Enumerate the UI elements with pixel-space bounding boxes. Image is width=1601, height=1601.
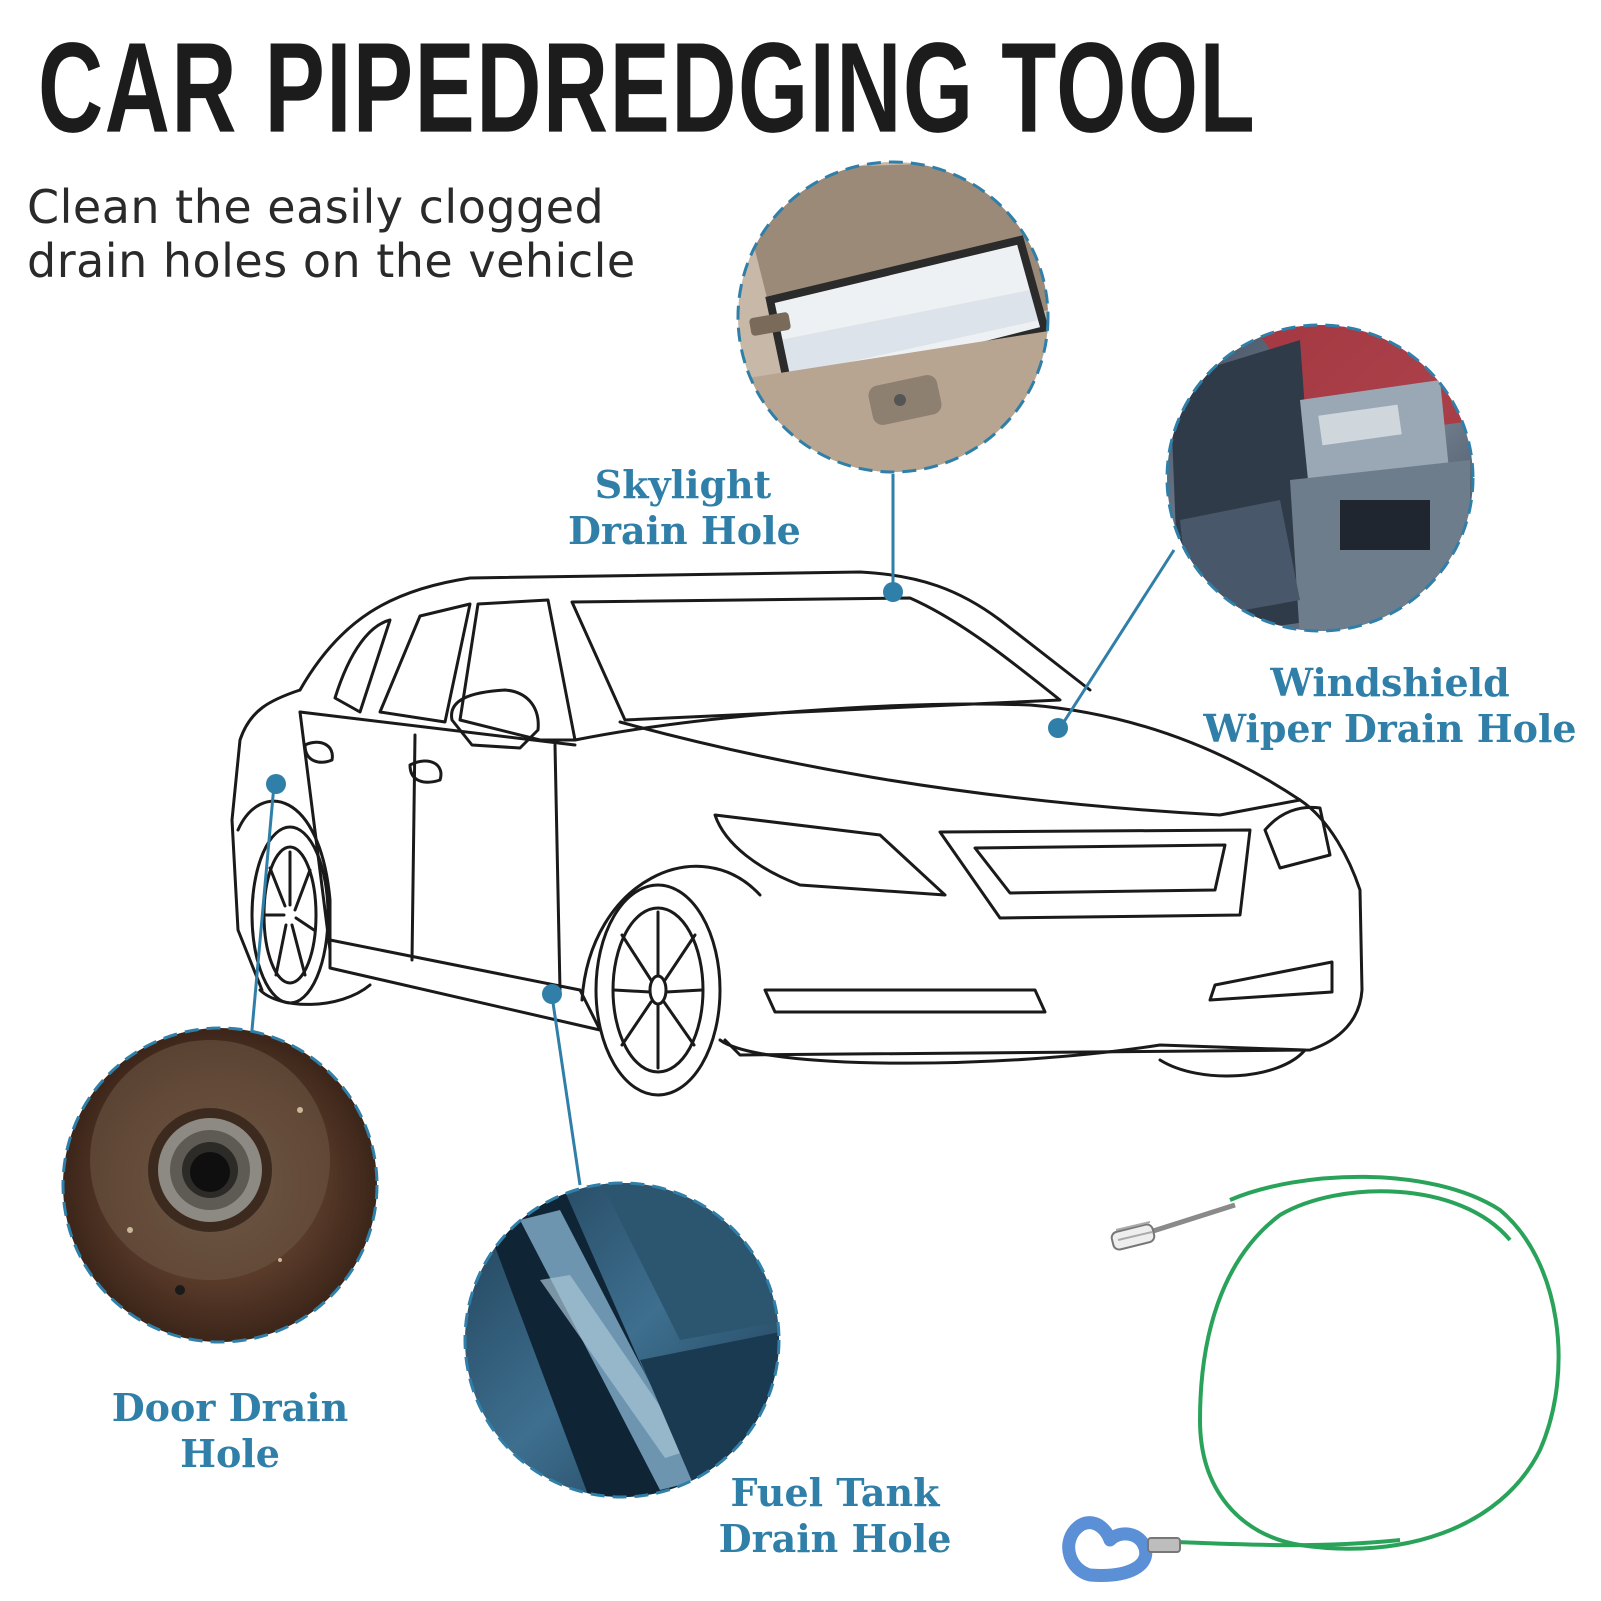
door-photo-circle [61,1026,379,1344]
tool-wire-lead [1149,1202,1236,1235]
fuel-label-line-2: Drain Hole [718,1516,952,1561]
car-headlight-left [713,813,947,897]
car-front-wheel-arch [580,864,762,1002]
car-door-handle-rear [303,740,334,764]
car-hood [573,702,1302,802]
car-belt-line [298,710,577,747]
skylight-photo-circle [736,160,1050,474]
car-rear-wheel-ground [258,983,372,1006]
fuel-label: Fuel Tank Drain Hole [700,1470,970,1562]
tool-wire-loop [1197,1174,1561,1551]
subtitle-line-2: drain holes on the vehicle [27,234,636,288]
fuel-photo-circle [463,1181,781,1499]
car-rear-wheel-arch [236,799,332,962]
windshield-photo-circle [1165,323,1475,633]
car-side-window-rear [333,618,392,714]
car-rear-body [230,688,302,992]
windshield-label-line-1: Windshield [1270,660,1510,705]
car-rear-wheel-spokes [264,850,316,977]
car-front-wheel-tire [594,883,722,1097]
callout-connectors [250,474,1176,1186]
car-door-handle-front [408,759,443,784]
car-door-line-front [410,733,417,962]
door-label-line-2: Hole [180,1431,280,1476]
fuel-label-line-1: Fuel Tank [730,1470,940,1515]
car-rear-wheel-rim [262,845,318,985]
windshield-connector-line [1058,549,1176,729]
windshield-label: Windshield Wiper Drain Hole [1200,660,1580,752]
fuel-connector-line [550,995,582,1186]
car-mirror [450,688,540,750]
windshield-connector-dot [1048,718,1068,738]
tool-brush-icon [1110,1221,1156,1251]
fuel-connector-dot [542,984,562,1004]
skylight-label-line-2: Drain Hole [568,508,801,553]
car-side-window-main [458,598,577,742]
skylight-label-line-1: Skylight [594,462,772,507]
car-windshield [570,596,1062,722]
tool-wire-tail [1174,1538,1401,1548]
car-hood-edge [618,720,1302,817]
skylight-connector-dot [883,582,903,602]
skylight-label: Skylight Drain Hole [568,462,801,554]
door-connector-dot [266,774,286,794]
car-side-window-front [378,602,472,724]
car-grille-surround [938,828,1252,920]
car-roof-line [298,570,1092,692]
car-front-wheel-spokes [612,910,704,1070]
door-label-line-1: Door Drain [111,1385,349,1430]
car-headlight-right [1263,805,1332,870]
car-front-skirt [718,1038,1307,1078]
car-front-fascia [723,798,1364,1057]
car-bumper-slot-left [763,988,1047,1014]
car-grille [973,843,1227,895]
car-outline-drawing [230,570,1364,1097]
subtitle-line-1: Clean the easily clogged [27,180,605,234]
drain-cleaning-tool [1062,1174,1561,1582]
door-label: Door Drain Hole [100,1385,360,1477]
subtitle: Clean the easily clogged drain holes on … [27,180,747,288]
car-door-line-b [553,743,562,992]
car-bumper-slot-right [1208,960,1334,1002]
door-connector-line [250,784,276,1031]
windshield-label-line-2: Wiper Drain Hole [1203,706,1577,751]
tool-heart-handle-icon [1062,1516,1181,1582]
